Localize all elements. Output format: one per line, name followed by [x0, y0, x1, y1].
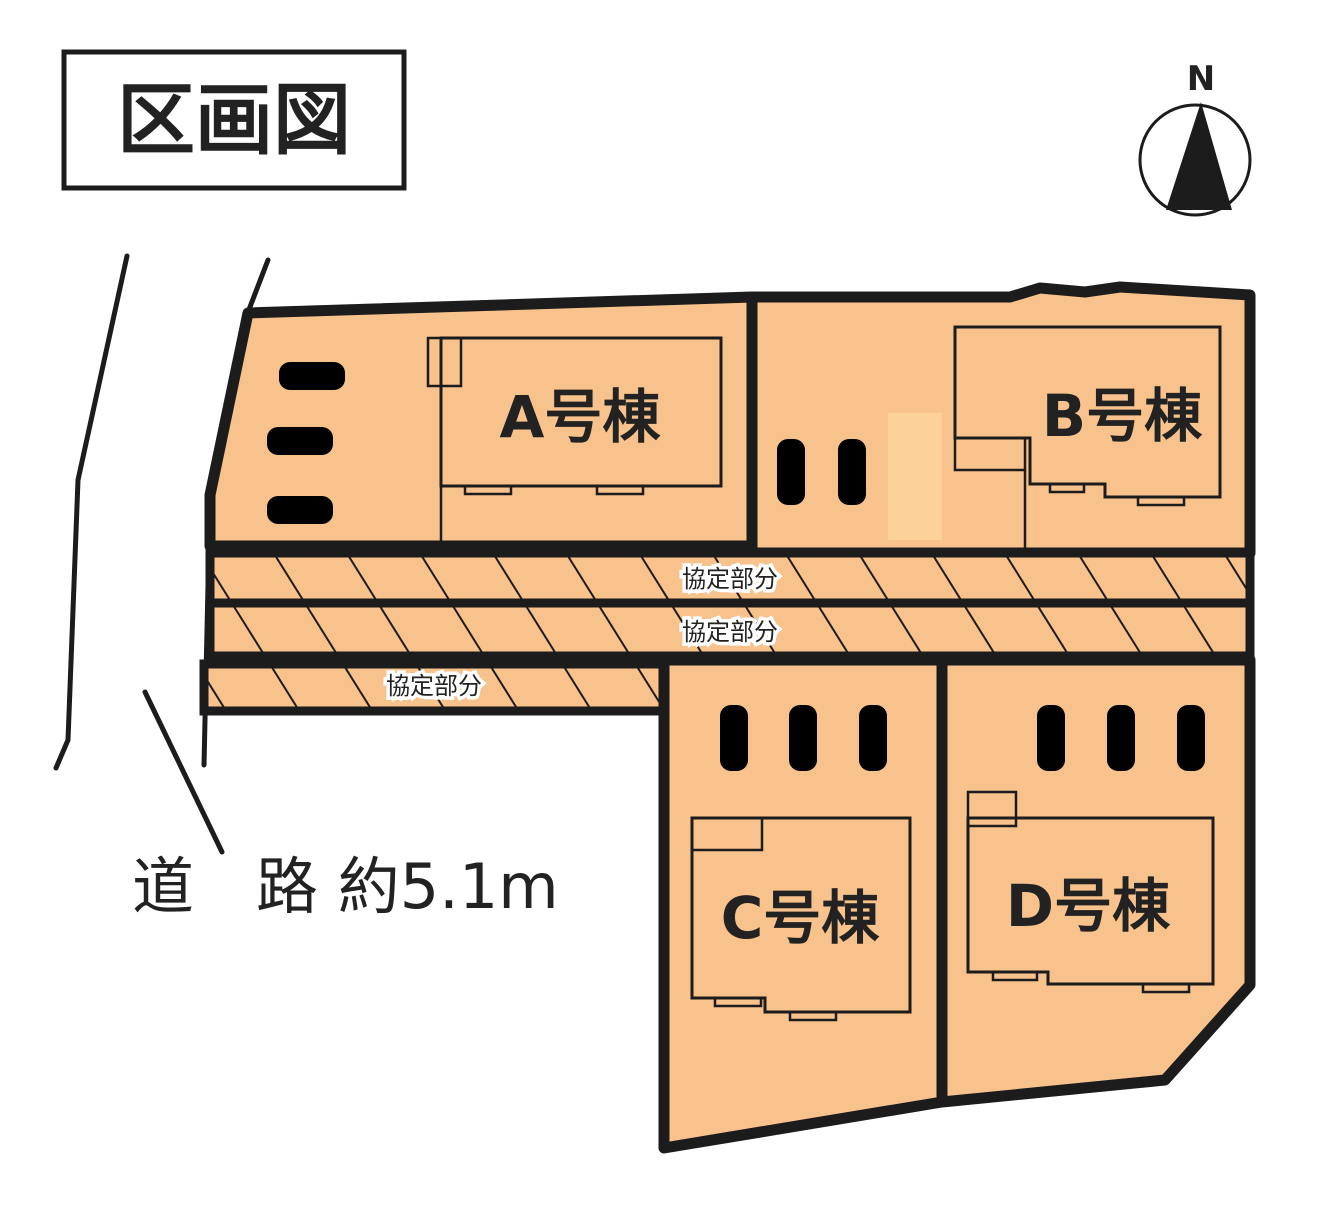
lot-c: C号棟 — [658, 654, 948, 1154]
agreement-strips: 協定部分 協定部分 協定部分 — [199, 548, 1255, 716]
lot-b: B号棟 — [746, 281, 1256, 559]
lot-c-label: C号棟 — [721, 884, 881, 952]
lot-d-label: D号棟 — [1006, 872, 1171, 940]
lot-b-label: B号棟 — [1042, 382, 1203, 450]
title-box: 区画図 — [61, 49, 407, 191]
agreement-strip-label: 協定部分 — [682, 618, 778, 646]
agreement-strip-label: 協定部分 — [386, 672, 482, 700]
north-label: N — [1187, 59, 1215, 99]
road: 道 路 約5.1m — [53, 253, 559, 923]
lot-d: D号棟 — [936, 654, 1256, 1108]
road-label: 道 路 約5.1m — [132, 850, 559, 923]
lot-a: A号棟 — [204, 291, 758, 552]
lot-a-label: A号棟 — [500, 383, 662, 451]
agreement-strip-label: 協定部分 — [682, 565, 778, 593]
page-title: 区画図 — [117, 76, 351, 166]
compass-north-arrow-icon: N — [1138, 59, 1252, 217]
open-space-marker — [888, 413, 942, 540]
